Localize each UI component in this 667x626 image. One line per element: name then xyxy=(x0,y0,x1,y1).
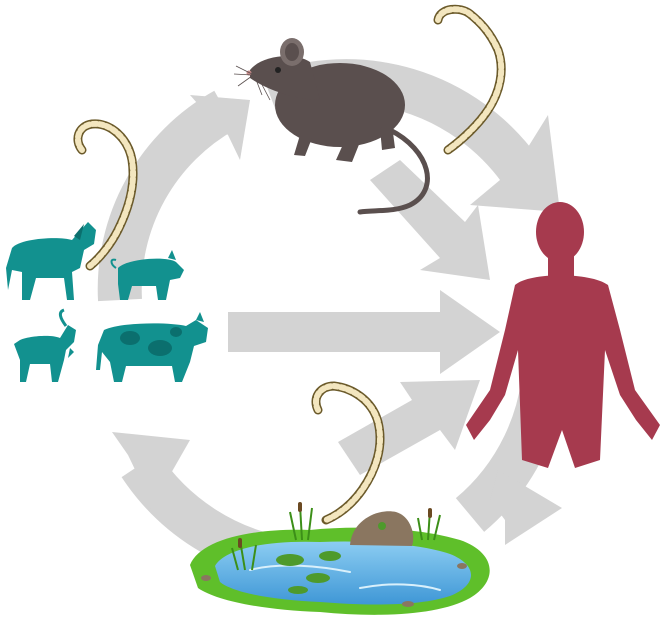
cycle-ring xyxy=(112,81,562,560)
arrow-livestock-to-human xyxy=(228,290,500,374)
pond-icon xyxy=(190,502,490,615)
goat-icon xyxy=(14,310,76,382)
cow-icon xyxy=(96,312,208,382)
horse-icon xyxy=(6,222,96,300)
arrow-rat-to-human xyxy=(370,160,490,280)
